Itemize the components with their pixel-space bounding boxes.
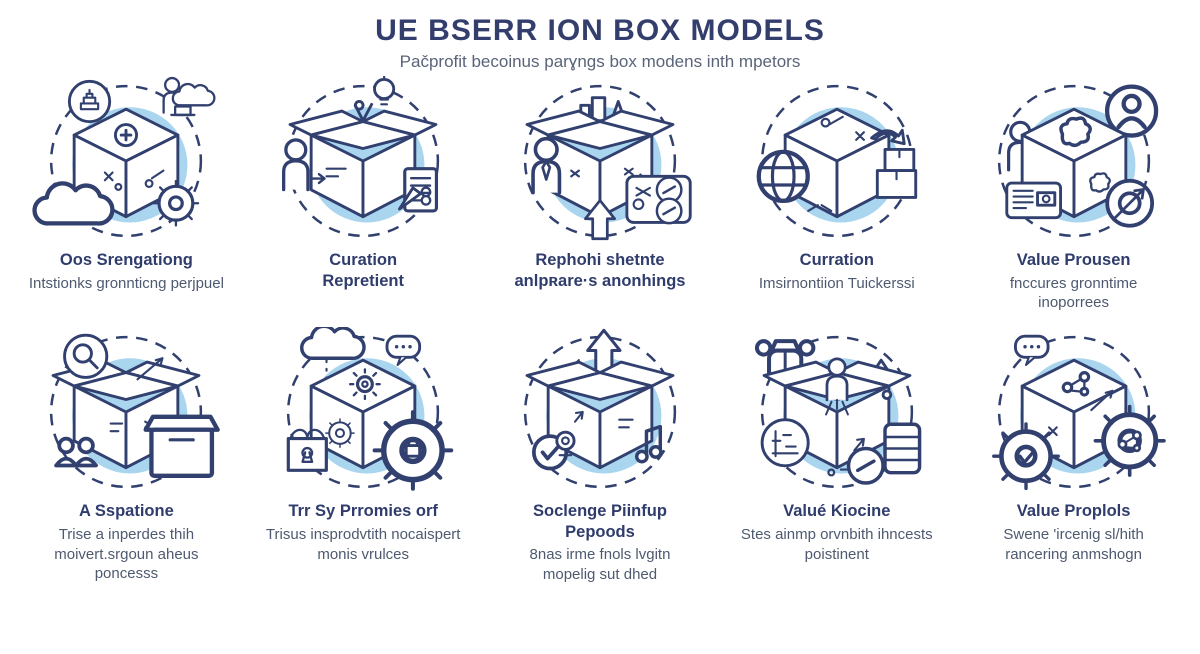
icon-wrap-10 <box>978 327 1170 497</box>
concept-title: Curration <box>799 251 874 269</box>
concept-card-4: Curration Imsirnontiion Tuickerssi <box>718 76 955 313</box>
concept-title: Trr Sy Prromies orf <box>288 502 438 521</box>
storefront-window-icon <box>1004 181 1062 220</box>
storage-box-icon <box>146 417 218 476</box>
page-subtitle: Pačprofit becoinus parɣngs box modens in… <box>399 52 801 71</box>
concept-description: 8nas irme fnols lvgitn mopelig sut dhed <box>529 546 671 584</box>
checklist-icon <box>403 167 439 213</box>
box-doodle <box>109 420 157 433</box>
minus-badge-icon <box>846 446 885 485</box>
globe-icon <box>759 152 808 201</box>
box-doodle <box>1047 390 1114 437</box>
concept-description: fnccures gronntime inoporrees <box>1009 274 1138 312</box>
open-box-up-arrow-check-music-icon <box>523 329 677 489</box>
concept-description: Intstionks gronnticng perjpuel <box>28 274 224 292</box>
icon-wrap-1 <box>30 76 222 246</box>
blob-glyph <box>1088 172 1111 193</box>
gear-badge-icon <box>152 179 201 228</box>
concept-description: Imsirnontiion Tuickerssi <box>758 274 915 292</box>
cloud-icon <box>300 324 366 361</box>
concept-title: Soclenge Piinfup Pepoods <box>533 502 667 541</box>
dashed-arrow <box>136 357 164 381</box>
icon-wrap-9 <box>741 327 933 497</box>
icon-wrap-5 <box>978 76 1170 246</box>
concept-card-8: Soclenge Piinfup Pepoods 8nas irme fnols… <box>482 327 719 585</box>
person-icon <box>282 138 326 192</box>
concept-card-1: Oos Srengationg Intstionks gronnticng pe… <box>8 76 245 313</box>
barrel-icon <box>883 422 922 475</box>
concept-title: Rephohi shetnte anlpʀare·s anonhings <box>514 251 686 290</box>
person-with-tie-icon <box>531 136 562 195</box>
concept-title: Curation Repretient <box>322 251 404 290</box>
stacked-parcels-icon <box>875 148 917 199</box>
icon-wrap-7 <box>267 324 459 497</box>
concept-card-9: Valué Kiocine Stes ainmp orvnbith ihnces… <box>718 327 955 585</box>
box-doodle <box>573 411 634 429</box>
icon-wrap-8 <box>504 327 696 497</box>
concept-title: Value Proplols <box>1016 502 1131 521</box>
arrow-doodle <box>853 438 865 452</box>
concept-title: Value Prousen <box>1016 251 1131 269</box>
person-storefront-box-avatar-target-icon <box>997 76 1170 238</box>
concept-title: Valué Kiocine <box>783 502 891 521</box>
concept-description: Swene 'ircenig sl/hith rancering anmshog… <box>1003 525 1144 563</box>
concept-card-6: A Sspatione Trise a inperdes thih moiver… <box>8 327 245 585</box>
gear-glyph <box>325 418 356 449</box>
concept-grid: Oos Srengationg Intstionks gronnticng pe… <box>0 69 1200 585</box>
recycle-arrow-icon <box>869 128 906 146</box>
gear-network-badge-icon <box>1095 407 1164 476</box>
pen-icon <box>398 186 423 211</box>
locked-giftbox-gear-chat-cloud-icon <box>286 324 459 497</box>
bulb-icon <box>373 69 396 106</box>
header: UE BSERR ION BOX MODELS Pačprofit becoin… <box>0 0 1200 72</box>
sprout-icon <box>354 100 374 123</box>
concept-card-7: Trr Sy Prromies orf Trisus insprodvtith … <box>245 324 482 585</box>
gear-badge-icon <box>993 424 1058 489</box>
plus-icon <box>114 123 139 148</box>
box-plus-cake-person-cloud-gear-icon <box>30 76 216 238</box>
concept-card-10: Value Proplols Swene 'ircenig sl/hith ra… <box>955 327 1192 585</box>
concept-card-3: Rephohi shetnte anlpʀare·s anonhings <box>482 76 719 313</box>
icon-wrap-2 <box>267 69 459 246</box>
concept-title: Oos Srengationg <box>59 251 193 269</box>
concept-card-5: Value Prousen fnccures gronntime inoporr… <box>955 76 1192 313</box>
magnifier-box-team-storage-icon <box>50 333 222 489</box>
magnifier-badge-icon <box>63 333 109 380</box>
concept-card-2: Curation Repretient <box>245 69 482 313</box>
icon-wrap-4 <box>741 76 933 246</box>
cake-badge-icon <box>68 79 112 124</box>
icon-wrap-6 <box>30 327 222 497</box>
concept-title: A Sspatione <box>79 502 174 521</box>
webcam-icon <box>555 430 576 457</box>
target-arrow-badge-icon <box>1104 178 1154 228</box>
box-doodle <box>820 115 865 141</box>
gear-lock-badge-icon <box>375 412 452 489</box>
chat-bubble-icon <box>385 334 422 367</box>
person-unboxing-arrow-panel-icon <box>523 84 692 241</box>
chart-circle-icon <box>760 418 810 468</box>
icon-wrap-3 <box>504 76 696 246</box>
chain-doodle <box>827 468 850 477</box>
concept-description: Trisus insprodvtith nocaispert monis vru… <box>265 525 461 563</box>
concept-description: Stes ainmp orvnbith ihncests poistinent <box>740 525 933 563</box>
person-in-box-binoculars-barrel-icon <box>741 336 922 489</box>
math-panel-icon <box>625 174 692 225</box>
open-box-bulb-person-checklist-icon <box>282 69 440 238</box>
person-in-box-icon <box>824 357 849 416</box>
box-doodle <box>104 171 123 191</box>
page-title: UE BSERR ION BOX MODELS <box>375 14 825 47</box>
concept-description: Trise a inperdes thih moivert.srgoun ahe… <box>54 525 199 583</box>
box-network-gears-chat-icon <box>978 334 1170 497</box>
globe-box-stacked-parcels-icon <box>741 84 917 238</box>
blob-glyph <box>1058 116 1092 148</box>
